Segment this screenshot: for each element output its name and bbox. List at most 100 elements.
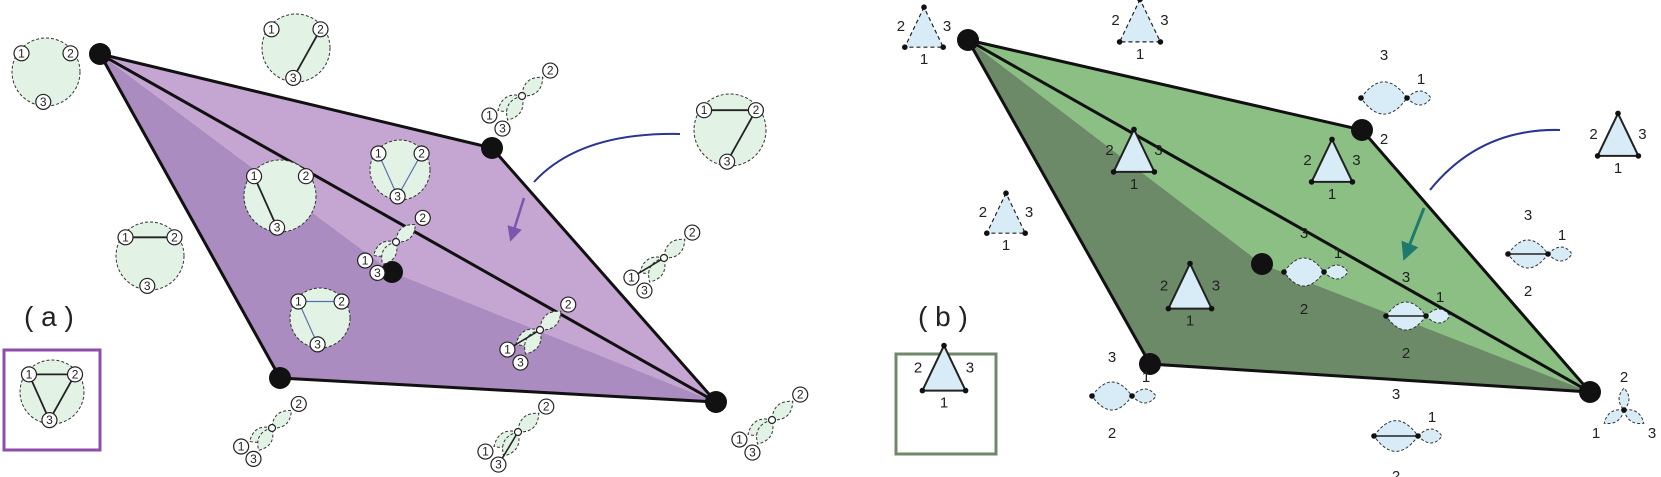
petal-glyph: 123 <box>731 386 809 461</box>
lens-number: 1 <box>1142 369 1150 386</box>
panel-a-vertex <box>381 261 403 283</box>
triangle-number: 1 <box>940 395 948 412</box>
triangle-vertex <box>1165 305 1172 312</box>
lens-body <box>1091 381 1133 411</box>
node-number: 2 <box>295 397 302 411</box>
triangle-number: 2 <box>1303 152 1311 169</box>
node-circle <box>636 282 653 299</box>
node-number: 2 <box>303 169 310 183</box>
node-circle <box>333 293 350 310</box>
lens-loop <box>1425 308 1451 324</box>
triangle-number: 1 <box>1328 186 1336 203</box>
clover-glyph: 123 <box>1592 369 1656 442</box>
node-circle <box>297 168 315 185</box>
node-number: 1 <box>701 103 708 117</box>
triangle-vertex <box>940 44 946 50</box>
node-circle <box>166 229 183 246</box>
disk-edge <box>726 109 757 163</box>
triangle-vertex <box>1594 153 1601 159</box>
triangle-vertex <box>1131 126 1137 133</box>
triangle-shape <box>1166 261 1214 310</box>
lens-number: 3 <box>1392 386 1400 403</box>
lens-glyph: 123 <box>1383 269 1451 362</box>
node-circle <box>117 229 134 246</box>
node-circle <box>477 443 494 460</box>
node-circle <box>309 336 326 353</box>
panel-b: ( b ) <box>894 29 1601 456</box>
node-number: 3 <box>374 266 381 280</box>
node-circle <box>494 120 511 137</box>
triangle-number: 1 <box>1186 313 1194 330</box>
node-number: 1 <box>26 367 33 381</box>
lens-vertex <box>1089 393 1095 399</box>
panel-a: ( a ) <box>2 43 727 452</box>
node-number: 3 <box>394 189 401 203</box>
lens-number: 3 <box>1402 269 1410 286</box>
triangle-vertex <box>941 342 947 349</box>
node-circle <box>290 395 307 413</box>
lens-number: 2 <box>1300 301 1308 318</box>
node-number: 1 <box>122 230 129 244</box>
clover-number: 1 <box>1592 425 1600 442</box>
triangle-vertex <box>1635 153 1642 159</box>
lens-vertex <box>1281 269 1287 275</box>
triangle-vertex <box>1137 0 1143 3</box>
lens-vertex <box>1545 251 1551 257</box>
petal-lobe <box>517 412 540 433</box>
panel-b-vertex <box>1139 353 1161 375</box>
node-circle <box>245 168 263 185</box>
petal-glyph: 123 <box>481 62 559 137</box>
node-number: 1 <box>18 46 25 60</box>
node-number: 3 <box>314 337 321 351</box>
node-circle <box>370 145 387 162</box>
petal-lobe <box>521 76 544 97</box>
node-number: 1 <box>238 440 245 454</box>
lens-vertex <box>1404 95 1410 101</box>
panel-a-curve <box>533 132 681 183</box>
lens-glyph: 123 <box>1505 207 1573 300</box>
node-number: 2 <box>753 103 760 117</box>
triangle-vertex <box>1329 136 1335 143</box>
panel-b-vertex <box>1251 253 1273 275</box>
lens-number: 2 <box>1108 425 1116 442</box>
petal-center <box>767 415 777 425</box>
node-number: 2 <box>67 46 74 60</box>
node-circle <box>684 224 701 241</box>
triangle-number: 3 <box>1025 204 1033 221</box>
node-circle <box>35 93 52 111</box>
triangle-shape <box>903 5 945 48</box>
node-circle <box>490 456 507 473</box>
node-number: 2 <box>338 295 345 309</box>
triangle-number: 1 <box>1136 46 1144 63</box>
lens-glyph: 123 <box>1089 349 1157 442</box>
clover-lobe <box>1618 387 1630 411</box>
triangle-vertex <box>962 387 969 394</box>
petal-lobe <box>271 410 292 429</box>
node-number: 1 <box>486 109 493 123</box>
lens-glyph: 123 <box>1281 225 1349 318</box>
triangle-vertex <box>1208 305 1215 312</box>
petal-center <box>513 427 523 437</box>
lens-vertex <box>1371 433 1377 439</box>
node-number: 3 <box>40 95 47 109</box>
triangle-vertex <box>1615 110 1621 117</box>
triangle-vertex <box>1022 230 1028 236</box>
triangle-number: 3 <box>1212 278 1220 295</box>
panel-a-legend-box <box>2 348 102 452</box>
node-circle <box>245 450 262 467</box>
petal-lobe <box>771 400 794 421</box>
triangle-number: 3 <box>1352 152 1360 169</box>
node-number: 2 <box>419 211 426 225</box>
lens-vertex <box>1321 269 1327 275</box>
panel-b-curve <box>1429 128 1561 191</box>
triangle-shape <box>1118 0 1162 43</box>
triangle-number: 1 <box>1614 160 1622 177</box>
panel-a-lower-face <box>100 54 716 402</box>
panel-b-flow-arrow <box>1401 207 1426 261</box>
node-circle <box>290 293 307 310</box>
clover-number: 2 <box>1620 369 1628 386</box>
